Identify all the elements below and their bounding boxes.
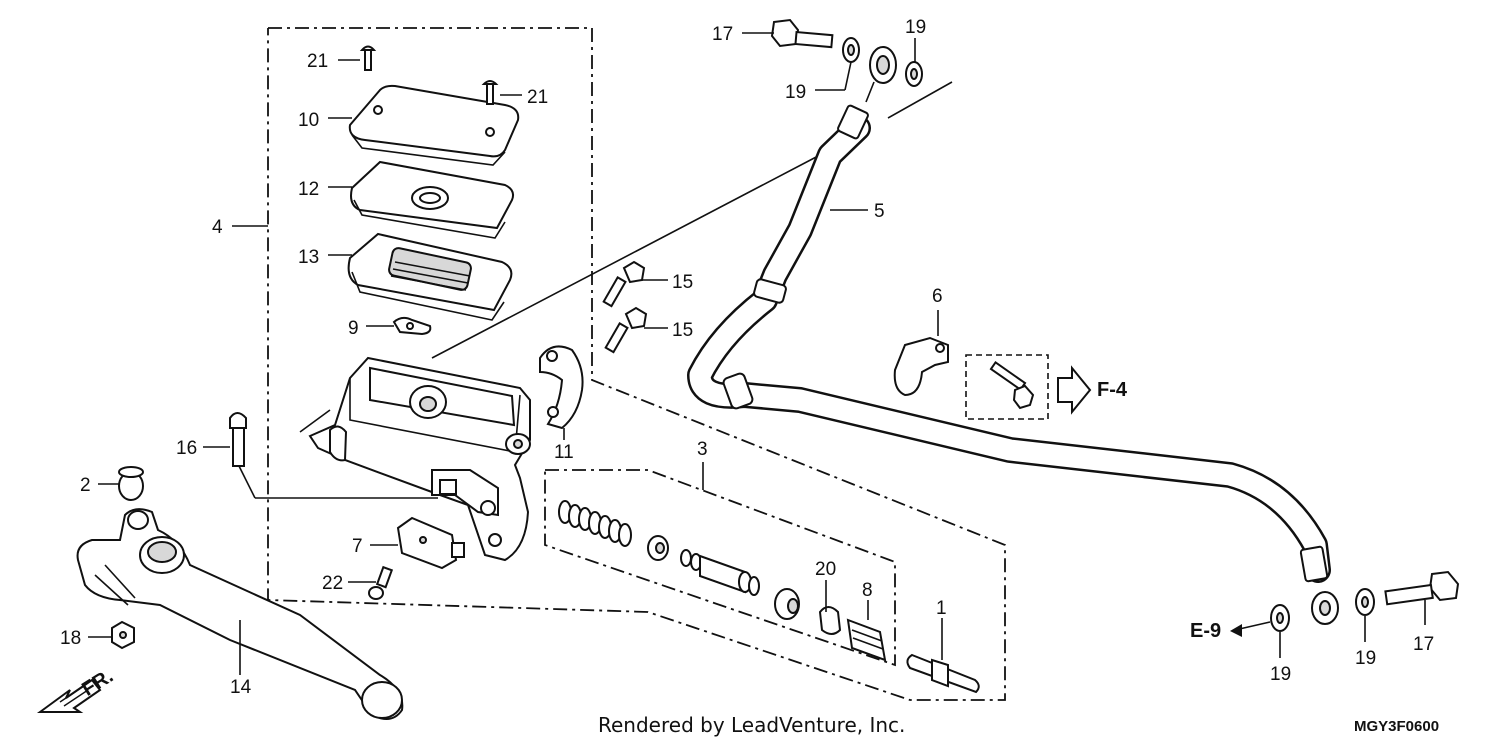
callout-19: 19: [785, 82, 806, 103]
reference-e9-label: E-9: [1190, 620, 1221, 642]
master-cylinder-body: [308, 356, 531, 562]
screw-21: [359, 45, 499, 105]
callout-9: 9: [348, 318, 359, 339]
lower-banjo-fitting: [1311, 591, 1339, 625]
callout-4: 4: [212, 217, 223, 238]
clutch-lever: [76, 508, 404, 720]
piston-boot: [774, 588, 800, 620]
oil-bolt-upper: [770, 18, 834, 49]
callout-13: 13: [298, 247, 319, 268]
callout-7: 7: [352, 536, 363, 557]
callout-20: 20: [815, 559, 836, 580]
hose-clamp: [893, 336, 949, 397]
pivot-bolt: [229, 412, 438, 499]
callout-2: 2: [80, 475, 91, 496]
callout-17: 17: [1413, 634, 1434, 655]
piston: [680, 549, 760, 596]
ref-arrow-e9: [1230, 621, 1271, 637]
primary-cup: [647, 535, 669, 561]
clutch-switch: [396, 516, 465, 570]
handlebar-holder: [539, 345, 584, 430]
dust-boot: [846, 618, 887, 662]
callout-15: 15: [672, 272, 693, 293]
sealing-washer: [842, 37, 1375, 632]
callout-6: 6: [932, 286, 943, 307]
callout-15: 15: [672, 320, 693, 341]
callout-17: 17: [712, 24, 733, 45]
callout-3: 3: [697, 439, 708, 460]
front-arrow-icon: [36, 678, 102, 713]
reference-f4-label: F-4: [1097, 379, 1128, 401]
oil-bolt-lower: [1384, 570, 1460, 606]
ref-box-f4: [965, 354, 1092, 420]
callout-14: 14: [230, 677, 252, 698]
callout-10: 10: [298, 110, 319, 131]
callout-18: 18: [60, 628, 81, 649]
callout-8: 8: [862, 580, 873, 601]
holder-bolt: [602, 260, 648, 354]
reservoir-cap: [348, 84, 520, 166]
clutch-hose: [687, 104, 1331, 583]
callout-5: 5: [874, 201, 885, 222]
piston-set: [558, 500, 800, 620]
callout-labels: 21 21 10 12 13 9 4 16 2 18 14 7 22 11 3 …: [60, 17, 1434, 698]
switch-screw: [368, 565, 394, 600]
upper-banjo-fitting: [865, 46, 897, 103]
leader-lines: [88, 32, 1426, 675]
circlip: [818, 606, 842, 635]
callout-21: 21: [307, 51, 328, 72]
callout-11: 11: [554, 442, 574, 463]
callout-21: 21: [527, 87, 548, 108]
callout-19: 19: [905, 17, 926, 38]
lever-nut: [111, 620, 135, 650]
diaphragm-plate: [350, 160, 515, 239]
diagram-code: MGY3F0600: [1354, 718, 1439, 735]
push-rod: [906, 653, 980, 694]
spring: [558, 500, 632, 547]
callout-12: 12: [298, 179, 319, 200]
callout-22: 22: [322, 573, 343, 594]
assembly-boundary: [267, 27, 1006, 701]
callout-16: 16: [176, 438, 197, 459]
callout-19: 19: [1270, 664, 1291, 685]
lever-cap: [118, 466, 144, 501]
diaphragm: [347, 232, 513, 321]
plate-clip: [392, 316, 432, 336]
callout-1: 1: [936, 598, 947, 619]
callout-19: 19: [1355, 648, 1376, 669]
render-credit: Rendered by LeadVenture, Inc.: [598, 713, 905, 737]
